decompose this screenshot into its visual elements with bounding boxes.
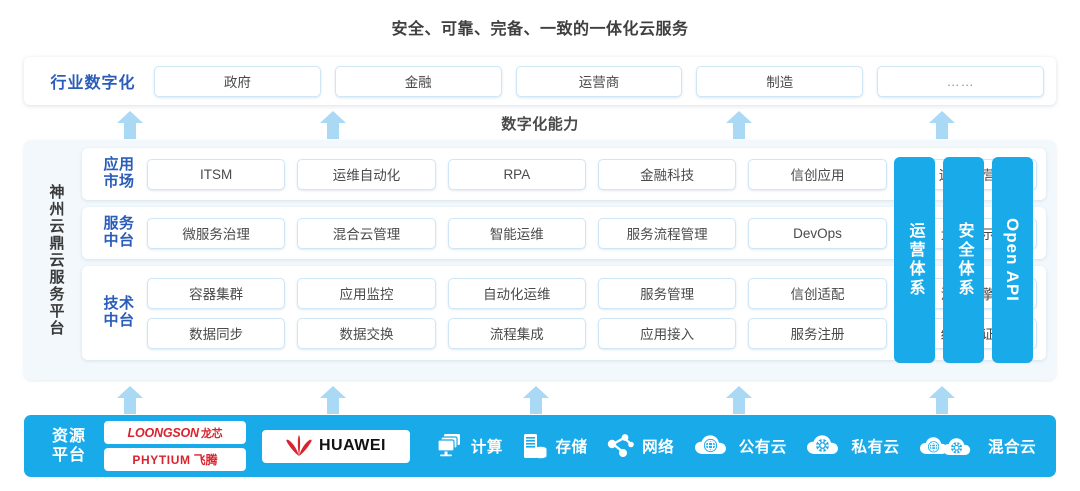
- page-title: 安全、可靠、完备、一致的一体化云服务: [391, 21, 689, 38]
- resource-item-storage-label: 存储: [555, 439, 588, 456]
- platform-row-service-midplatform: 服务 中台 微服务治理 混合云管理 智能运维 服务流程管理 DevOps 大屏展…: [82, 207, 1046, 259]
- resource-platform-label: 资源 平台: [38, 427, 100, 465]
- row-label-app-market: 应用 市场: [91, 156, 147, 191]
- cell-service-mgmt[interactable]: 服务管理: [597, 277, 737, 309]
- huawei-flower-icon: [286, 435, 312, 457]
- resource-label-line2: 平台: [51, 447, 86, 464]
- resource-item-network-label: 网络: [642, 439, 675, 456]
- resource-item-public-cloud-label: 公有云: [738, 439, 787, 456]
- row-label-line2: 市场: [103, 173, 135, 190]
- private-cloud-icon: [806, 433, 844, 459]
- up-arrow-top-2: [320, 111, 346, 139]
- cell-data-sync[interactable]: 数据同步: [147, 317, 286, 349]
- cell-rpa[interactable]: RPA: [447, 158, 586, 190]
- compute-icon: [436, 432, 464, 460]
- up-arrow-top-3: [726, 111, 752, 139]
- public-cloud-icon: [694, 433, 732, 459]
- industry-cell-manufacturing[interactable]: 制造: [696, 65, 864, 97]
- cell-hybrid-cloud-mgmt[interactable]: 混合云管理: [297, 217, 436, 249]
- row-label-line1: 应用: [103, 156, 135, 174]
- resource-item-private-cloud[interactable]: 私有云: [806, 433, 899, 459]
- cell-automated-ops[interactable]: 自动化运维: [447, 277, 586, 309]
- up-arrow-bottom-2: [320, 386, 346, 414]
- row-label-line1: 技术: [103, 295, 135, 313]
- huawei-logo: HUAWEI: [262, 429, 410, 463]
- industry-cell-telecom[interactable]: 运营商: [515, 65, 683, 97]
- row-label-tech-midplatform: 技术 中台: [91, 295, 147, 330]
- huawei-logo-text: HUAWEI: [319, 437, 386, 454]
- cell-container-cluster[interactable]: 容器集群: [147, 277, 286, 309]
- industry-cell-finance[interactable]: 金融: [334, 65, 502, 97]
- resource-item-public-cloud[interactable]: 公有云: [694, 433, 787, 459]
- resource-item-storage[interactable]: 存储: [522, 432, 587, 460]
- pillar-open-api[interactable]: Open API: [992, 157, 1033, 363]
- pillar-security-system[interactable]: 安全体系: [943, 157, 984, 363]
- resource-item-private-cloud-label: 私有云: [851, 439, 900, 456]
- row-label-line2: 中台: [103, 232, 135, 249]
- cell-fintech[interactable]: 金融科技: [597, 158, 737, 190]
- cell-ops-automation[interactable]: 运维自动化: [297, 158, 436, 190]
- cell-service-registry[interactable]: 服务注册: [748, 317, 887, 349]
- industry-cells: 政府 金融 运营商 制造 ……: [154, 65, 1048, 97]
- industry-row: 行业数字化 政府 金融 运营商 制造 ……: [24, 57, 1056, 105]
- up-arrow-bottom-5: [929, 386, 955, 414]
- cell-service-process-mgmt[interactable]: 服务流程管理: [597, 217, 737, 249]
- resource-item-hybrid-cloud[interactable]: 混合云: [919, 433, 1036, 459]
- row-label-line2: 中台: [103, 312, 135, 329]
- cell-xinchuang-adaptation[interactable]: 信创适配: [748, 277, 887, 309]
- network-icon: [607, 432, 635, 460]
- up-arrow-top-4: [929, 111, 955, 139]
- vertical-pillars: 运营体系 安全体系 Open API: [894, 157, 1034, 363]
- cell-app-monitoring[interactable]: 应用监控: [297, 277, 436, 309]
- industry-cell-government[interactable]: 政府: [154, 65, 321, 97]
- resource-item-compute[interactable]: 计算: [436, 432, 503, 460]
- resource-label-line1: 资源: [51, 427, 86, 445]
- capability-caption: 数字化能力: [501, 116, 579, 133]
- up-arrow-bottom-1: [117, 386, 143, 414]
- row-label-service-midplatform: 服务 中台: [91, 215, 147, 250]
- up-arrow-bottom-4: [726, 386, 752, 414]
- cell-microservice-governance[interactable]: 微服务治理: [147, 217, 286, 249]
- pillar-operations-system[interactable]: 运营体系: [894, 157, 935, 363]
- up-arrow-top-1: [117, 111, 143, 139]
- resource-item-network[interactable]: 网络: [607, 432, 674, 460]
- hybrid-cloud-icon: [919, 433, 981, 459]
- storage-icon: [522, 432, 548, 460]
- resource-item-compute-label: 计算: [470, 439, 503, 456]
- industry-cell-more[interactable]: ……: [877, 65, 1044, 97]
- cell-devops[interactable]: DevOps: [748, 217, 887, 249]
- industry-row-label: 行业数字化: [50, 75, 136, 92]
- cell-intelligent-ops[interactable]: 智能运维: [447, 217, 586, 249]
- cell-data-exchange[interactable]: 数据交换: [297, 317, 436, 349]
- resource-item-hybrid-cloud-label: 混合云: [988, 439, 1037, 456]
- row-label-line1: 服务: [103, 215, 135, 233]
- platform-vertical-label: 神州云鼎云服务平台: [47, 183, 65, 337]
- cell-itsm[interactable]: ITSM: [147, 158, 286, 190]
- resource-items: 计算: [410, 432, 1046, 460]
- cell-process-integration[interactable]: 流程集成: [447, 317, 586, 349]
- cell-xinchuang-app[interactable]: 信创应用: [748, 158, 887, 190]
- up-arrow-bottom-3: [523, 386, 549, 414]
- cell-app-access[interactable]: 应用接入: [597, 317, 737, 349]
